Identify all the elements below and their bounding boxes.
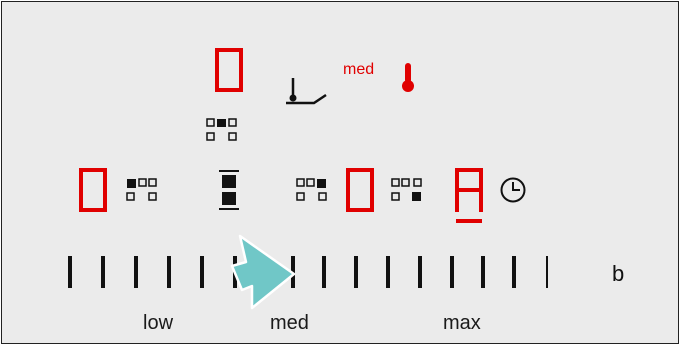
power-slider-segment-2[interactable] <box>101 256 105 288</box>
power-slider-segment-5[interactable] <box>200 256 204 288</box>
zone-layout-icon-front-left <box>126 178 157 201</box>
power-slider-segment-11[interactable] <box>418 256 422 288</box>
slider-end-label: b <box>612 261 625 286</box>
slider-label-low: low <box>143 312 174 334</box>
power-slider-segment-13[interactable] <box>481 256 485 288</box>
power-slider-segment-1[interactable] <box>68 256 72 288</box>
slider-label-max: max <box>443 312 481 334</box>
power-slider-end-divider <box>546 256 548 288</box>
left-zone-power-display <box>79 168 107 212</box>
power-slider-segment-10[interactable] <box>386 256 390 288</box>
zone-layout-icon-rear-right <box>296 178 327 201</box>
top-level-label: med <box>343 61 375 78</box>
timer-zone-display <box>455 168 483 223</box>
power-slider-segment-4[interactable] <box>167 256 171 288</box>
slider-label-med: med <box>270 312 309 334</box>
pointer-arrow-icon <box>230 234 296 310</box>
top-zone-power-display <box>215 48 243 92</box>
zone-layout-icon-front-right <box>391 178 422 201</box>
center-zone-icon <box>219 170 239 210</box>
power-slider-segment-8[interactable] <box>322 256 326 288</box>
power-slider-segment-12[interactable] <box>450 256 454 288</box>
power-slider-segment-3[interactable] <box>134 256 138 288</box>
pan-sensor-icon[interactable] <box>284 74 330 108</box>
clock-icon[interactable] <box>499 176 527 204</box>
thermometer-icon <box>402 63 414 92</box>
right-zone-power-display <box>346 168 374 212</box>
power-slider-segment-14[interactable] <box>512 256 516 288</box>
power-slider-segment-9[interactable] <box>354 256 358 288</box>
zone-layout-icon-top <box>206 118 237 141</box>
